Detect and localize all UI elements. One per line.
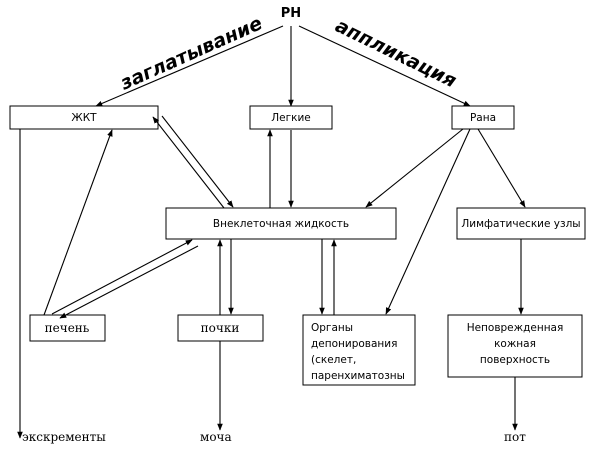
node-gi-tract: ЖКТ (9, 105, 159, 130)
source-label: PH (281, 6, 301, 21)
node-lungs-label: Легкие (271, 112, 311, 124)
node-gi-tract-label: ЖКТ (71, 112, 97, 124)
node-depot-organs: Органы депонирования (скелет, паренхимат… (302, 314, 416, 386)
node-intact-skin: Неповрежденная кожная поверхность (447, 314, 583, 378)
node-extracellular-fluid-label: Внеклеточная жидкость (213, 218, 349, 230)
depot-organs-line-1: Органы (311, 322, 353, 334)
arrow-liver-to-ecf (51, 239, 193, 315)
depot-organs-line-2: депонирования (311, 338, 397, 350)
route-label-ingestion: заглатывание (116, 12, 266, 95)
intact-skin-line-1: Неповрежденная (467, 322, 564, 334)
arrow-wound-to-lymph (477, 128, 526, 208)
node-wound-label: Рана (470, 112, 496, 124)
arrow-liver-to-gi (43, 129, 113, 316)
route-label-application: аппликация (332, 15, 460, 92)
node-kidneys-label: почки (201, 321, 240, 335)
arrow-wound-to-depot (385, 128, 471, 315)
arrow-ecf-to-liver (59, 245, 199, 319)
arrow-wound-to-ecf (365, 128, 464, 208)
node-lymph-nodes: Лимфатические узлы (456, 207, 586, 240)
output-sweat: пот (504, 430, 526, 444)
node-extracellular-fluid: Внеклеточная жидкость (165, 207, 397, 240)
output-excrement: экскременты (22, 430, 106, 444)
node-liver: печень (29, 314, 106, 342)
node-lymph-nodes-label: Лимфатические узлы (461, 218, 580, 230)
arrow-gi-to-ecf (161, 115, 234, 208)
depot-organs-line-4: паренхиматозны (311, 370, 405, 382)
node-lungs: Легкие (249, 105, 333, 130)
depot-organs-line-3: (скелет, (311, 354, 356, 366)
arrow-ecf-to-gi (152, 116, 225, 209)
node-liver-label: печень (45, 321, 90, 335)
node-wound: Рана (451, 105, 515, 130)
arrow-ph-to-wound (298, 25, 471, 107)
intact-skin-line-3: поверхность (480, 354, 550, 366)
output-urine: моча (200, 430, 232, 444)
intact-skin-line-2: кожная (494, 338, 536, 350)
node-kidneys: почки (177, 314, 264, 342)
arrow-ph-to-gi (95, 25, 284, 107)
